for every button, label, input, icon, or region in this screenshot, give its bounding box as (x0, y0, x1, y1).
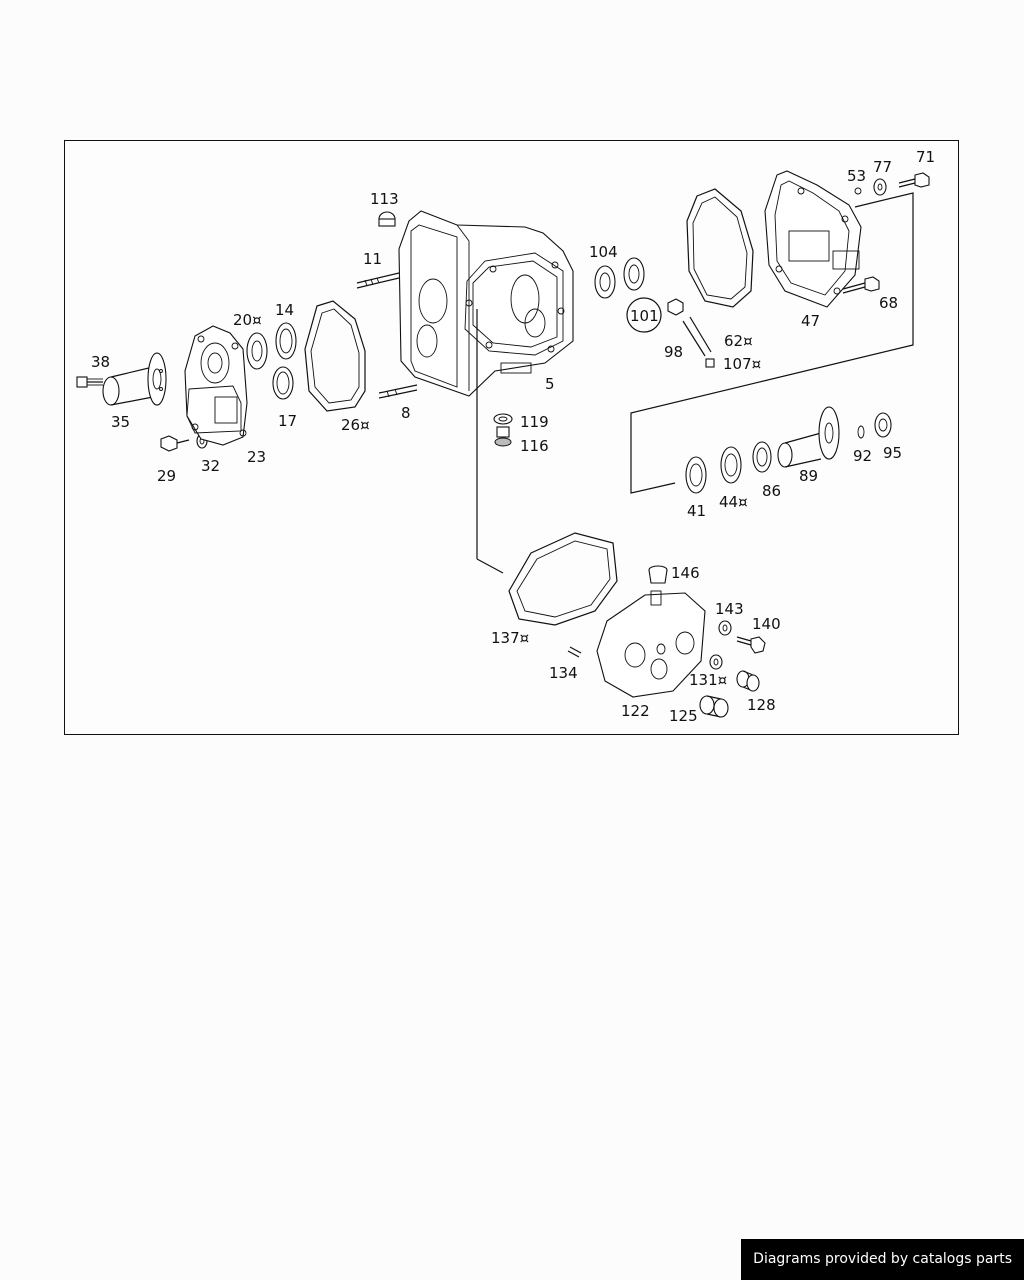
label-98: 98 (664, 343, 683, 361)
part-8-stud (378, 384, 418, 399)
part-68-bolt (842, 276, 880, 294)
label-143: 143 (715, 600, 744, 618)
label-107: 107¤ (723, 355, 761, 373)
part-62-gasket (686, 188, 754, 308)
label-86: 86 (762, 482, 781, 500)
part-113-plug (378, 211, 396, 227)
part-98-shaft (682, 316, 712, 357)
part-11-stud (356, 272, 400, 289)
part-131-ring (709, 654, 723, 670)
label-11: 11 (363, 250, 382, 268)
label-44: 44¤ (719, 493, 748, 511)
part-77-washer (873, 178, 887, 196)
label-47: 47 (801, 312, 820, 330)
footer-banner: Diagrams provided by catalogs parts (741, 1239, 1024, 1280)
part-128-bushing (736, 670, 760, 692)
label-32: 32 (201, 457, 220, 475)
part-119-seal (493, 413, 513, 425)
label-53: 53 (847, 167, 866, 185)
label-8: 8 (401, 404, 411, 422)
label-125: 125 (669, 707, 698, 725)
part-23-pump-body (184, 325, 248, 446)
part-125-bushing (699, 695, 729, 718)
label-29: 29 (157, 467, 176, 485)
part-92-ring (857, 425, 865, 439)
label-113: 113 (370, 190, 399, 208)
part-122-cover (596, 590, 706, 698)
label-17: 17 (278, 412, 297, 430)
label-38: 38 (91, 353, 110, 371)
label-68: 68 (879, 294, 898, 312)
label-95: 95 (883, 444, 902, 462)
part-107-pin (705, 358, 715, 368)
part-101-nut (667, 298, 684, 316)
part-5-housing (398, 210, 574, 397)
label-134: 134 (549, 664, 578, 682)
label-140: 140 (752, 615, 781, 633)
part-38-bolt (76, 376, 103, 388)
part-134-pin (567, 646, 582, 658)
label-92: 92 (853, 447, 872, 465)
part-14-ring (275, 322, 297, 360)
label-131: 131¤ (689, 671, 727, 689)
label-71: 71 (916, 148, 935, 166)
label-77: 77 (873, 158, 892, 176)
part-17-ring (272, 366, 294, 400)
part-146-cap (648, 565, 668, 584)
part-104-ring (623, 257, 645, 291)
exploded-parts-diagram: 38 35 29 32 23 20¤ 14 17 26¤ 8 11 113 5 … (76, 148, 935, 725)
label-137: 137¤ (491, 629, 529, 647)
part-41-seal (685, 456, 707, 494)
label-5: 5 (545, 375, 555, 393)
label-146: 146 (671, 564, 700, 582)
callout-circle-101 (626, 297, 662, 333)
label-35: 35 (111, 413, 130, 431)
diagram-frame: 38 35 29 32 23 20¤ 14 17 26¤ 8 11 113 5 … (64, 140, 959, 735)
part-140-bolt (736, 636, 766, 654)
part-89-flange (777, 406, 840, 468)
label-89: 89 (799, 467, 818, 485)
leader-line (476, 558, 504, 574)
part-116-plug (494, 426, 512, 447)
label-101: 101 (630, 307, 659, 325)
part-47-rear-cover (764, 170, 862, 308)
part-71-bolt (898, 172, 930, 188)
part-44-seal (720, 446, 742, 484)
label-62: 62¤ (724, 332, 753, 350)
part-143-ring (718, 620, 732, 636)
part-86-ring (752, 441, 772, 473)
label-128: 128 (747, 696, 776, 714)
label-116: 116 (520, 437, 549, 455)
label-14: 14 (275, 301, 294, 319)
label-122: 122 (621, 702, 650, 720)
part-35-flange-shaft (102, 352, 167, 406)
part-137-gasket (508, 532, 618, 626)
part-53-ring (854, 187, 862, 195)
part-29-bolt (160, 435, 190, 452)
label-20: 20¤ (233, 311, 262, 329)
label-23: 23 (247, 448, 266, 466)
part-104-seal (594, 265, 616, 299)
label-119: 119 (520, 413, 549, 431)
part-95-nut (874, 412, 892, 438)
label-41: 41 (687, 502, 706, 520)
label-26: 26¤ (341, 416, 370, 434)
part-26-gasket (304, 300, 366, 412)
part-20-seal (246, 332, 268, 370)
group-bracket (630, 192, 914, 494)
label-104: 104 (589, 243, 618, 261)
